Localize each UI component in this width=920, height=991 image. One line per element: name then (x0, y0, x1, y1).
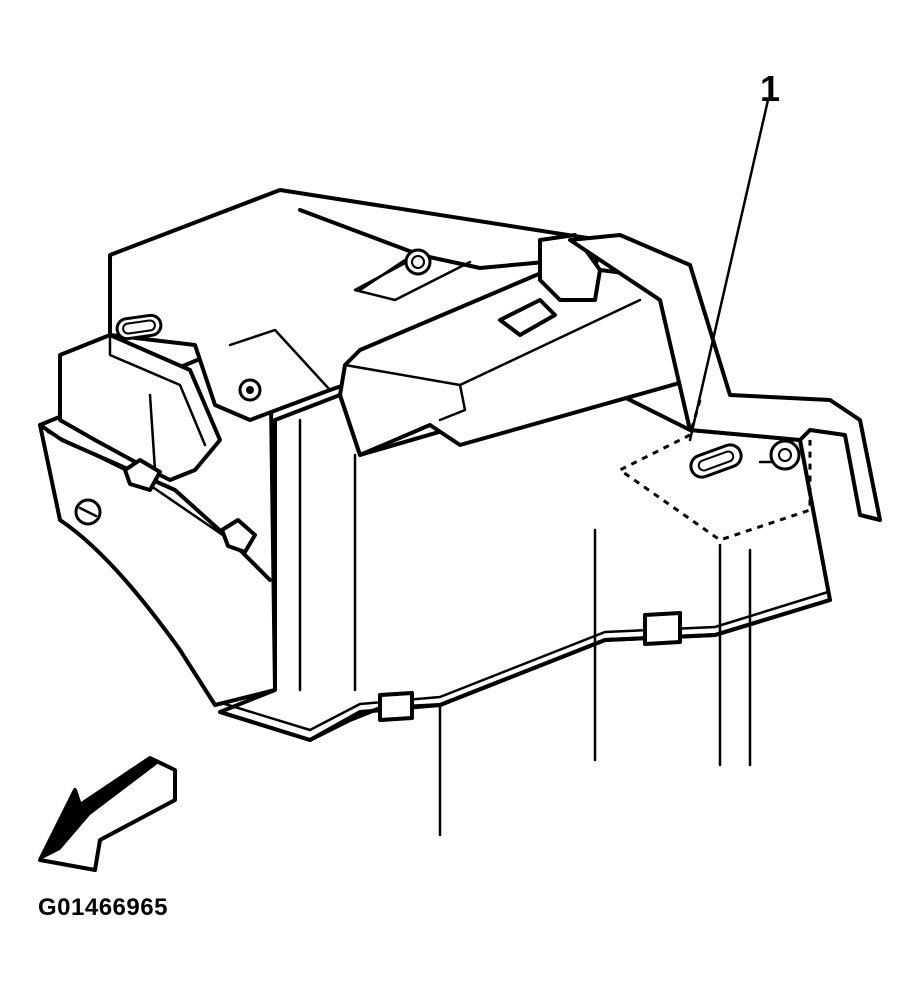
cable-clip-lower-1 (378, 691, 414, 722)
cable-clip-left-2 (220, 518, 257, 554)
blower-housing (58, 333, 222, 482)
upper-case (108, 188, 602, 422)
bolt-upper (404, 248, 432, 276)
bolt-left-mount (238, 378, 262, 402)
bolt-shelf (74, 498, 102, 526)
bolt-right (758, 439, 801, 471)
slot-left (115, 313, 163, 341)
lower-case (218, 383, 832, 837)
direction-arrow (38, 756, 177, 872)
cable-clip-lower-2 (643, 611, 682, 646)
right-duct (568, 233, 882, 522)
slot-right (689, 443, 743, 479)
figure-id: G01466965 (38, 894, 168, 921)
callout-leader-1 (688, 98, 770, 442)
callout-number-1: 1 (760, 68, 781, 109)
cable-clip-left-1 (123, 458, 162, 492)
